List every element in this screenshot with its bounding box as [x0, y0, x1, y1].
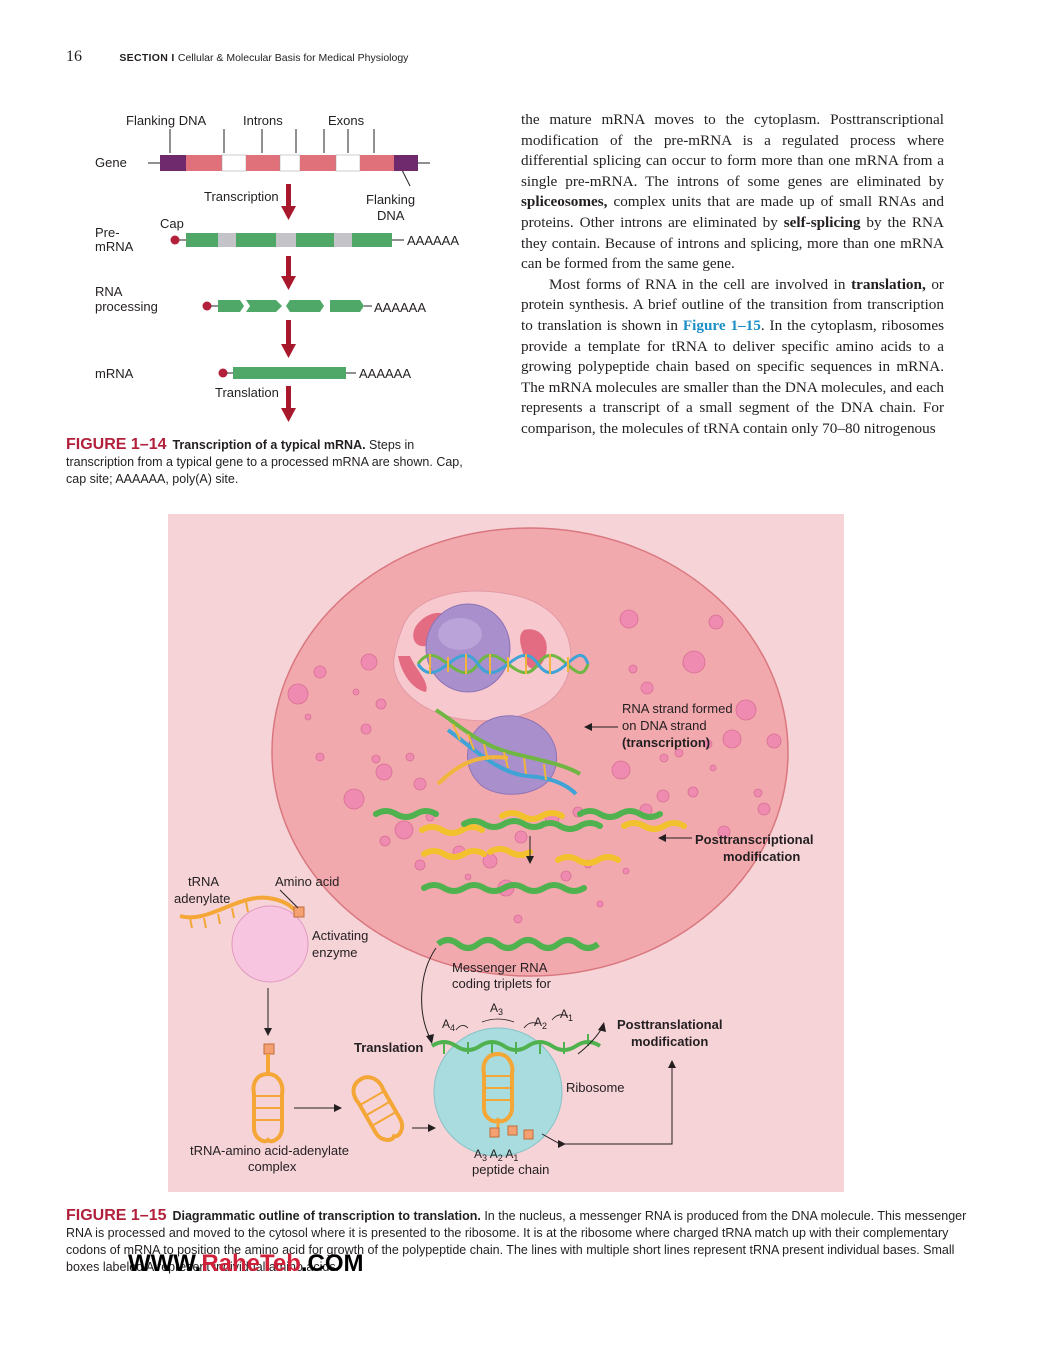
ribosome-trna — [481, 1052, 515, 1130]
amino-acid-box — [293, 906, 305, 918]
label-complex-2: complex — [248, 1159, 297, 1174]
label-translation-14: Translation — [215, 385, 279, 400]
label-ribosome: Ribosome — [566, 1080, 625, 1095]
figure-14-diagram: Flanking DNA Introns Exons Gene Transcri… — [95, 113, 459, 422]
label-gene: Gene — [95, 155, 127, 170]
label-flanking-right-2: DNA — [377, 208, 405, 223]
label-messenger-2: coding triplets for — [452, 976, 552, 991]
arrow-processing — [281, 256, 296, 290]
messenger-rna-strand — [436, 937, 600, 951]
vesicles — [287, 609, 782, 924]
label-posttranslational-2: modification — [631, 1034, 708, 1049]
arrow-translation — [281, 386, 296, 422]
label-adenylate: adenylate — [174, 891, 230, 906]
label-a1: A1 — [560, 1007, 573, 1023]
label-translation-15: Translation — [354, 1040, 423, 1055]
figure-15-link[interactable]: Figure 1–15 — [682, 316, 761, 334]
watermark: WWW.RaheTeb.COM — [128, 1250, 364, 1277]
section-title: Cellular & Molecular Basis for Medical P… — [177, 52, 409, 64]
posttranslational-path — [541, 1066, 673, 1145]
label-polya-2: AAAAAA — [374, 300, 426, 315]
processed-rna-bar — [202, 300, 372, 312]
label-peptide-chain: peptide chain — [472, 1162, 549, 1177]
label-amino-acid: Amino acid — [275, 874, 339, 889]
paragraph-1: the mature mRNA moves to the cytoplasm. … — [521, 111, 944, 273]
label-activating: Activating — [312, 928, 368, 943]
label-pre: Pre- — [95, 225, 120, 240]
activating-enzyme — [231, 905, 309, 983]
label-transcription: Transcription — [204, 189, 279, 204]
label-rna-strand-1: RNA strand formed — [622, 701, 733, 716]
trna-approaching — [351, 1075, 405, 1142]
label-a3-top: A3 — [490, 1001, 503, 1017]
label-enzyme: enzyme — [312, 945, 358, 960]
term-translation: translation, — [851, 275, 926, 293]
page-number: 16 — [66, 48, 82, 65]
label-mrna: mRNA — [95, 366, 134, 381]
label-rna-strand-3: (transcription) — [622, 735, 710, 750]
figure-15-caption: FIGURE 1–15 Diagrammatic outline of trans… — [66, 1207, 986, 1276]
label-messenger-1: Messenger RNA — [452, 960, 548, 975]
paragraph-2: Most forms of RNA in the cell are involv… — [521, 275, 945, 437]
label-flanking-dna: Flanking DNA — [126, 113, 207, 128]
term-spliceosomes: spliceosomes, — [521, 193, 608, 211]
label-rna-strand-2: on DNA strand — [622, 718, 707, 733]
mrna-bar — [218, 367, 356, 379]
figure-14-title: Transcription of a typical mRNA. — [172, 438, 366, 452]
figure-15-title: Diagrammatic outline of transcription to… — [172, 1209, 481, 1223]
label-exons: Exons — [328, 113, 365, 128]
label-polya-1: AAAAAA — [407, 233, 459, 248]
figure-14-text: Steps in transcription from a typical ge… — [66, 438, 463, 486]
body-text: the mature mRNA moves to the cytoplasm. … — [521, 110, 944, 440]
nucleus — [393, 590, 572, 722]
figure-15-text: In the nucleus, a messenger RNA is produ… — [66, 1209, 967, 1274]
label-polya-3: AAAAAA — [359, 366, 411, 381]
label-peptide-a: A3 A2 A1 — [474, 1147, 518, 1163]
figure-15-number: FIGURE 1–15 — [66, 1207, 167, 1224]
gene-bar — [148, 154, 430, 172]
label-a2: A2 — [534, 1015, 547, 1031]
arrow-to-mrna — [281, 320, 296, 358]
figure-14-number: FIGURE 1–14 — [66, 436, 167, 453]
figure-14-caption: FIGURE 1–14 Transcription of a typical mR… — [66, 436, 476, 488]
arrow-transcription — [281, 184, 296, 220]
term-self-splicing: self-splicing — [783, 213, 861, 231]
transcription-site — [434, 708, 582, 796]
section-label: SECTION I — [119, 52, 175, 64]
running-head: 16 SECTION I Cellular & Molecular Basis … — [66, 48, 408, 66]
label-complex-1: tRNA-amino acid-adenylate — [190, 1143, 349, 1158]
processing-strands — [373, 808, 687, 894]
label-posttranscriptional-1: Posttranscriptional — [695, 832, 813, 847]
trna-adenylate-strand — [179, 895, 300, 920]
label-posttranscriptional-2: modification — [723, 849, 800, 864]
figure-15-diagram: RNA strand formed on DNA strand (transcr… — [168, 514, 844, 1192]
trna-complex — [251, 1043, 285, 1144]
label-trna: tRNA — [188, 874, 219, 889]
label-rna: RNA — [95, 284, 123, 299]
label-processing: processing — [95, 299, 158, 314]
ribosome — [433, 1027, 563, 1157]
pre-mrna-bar — [170, 233, 404, 247]
label-posttranslational-1: Posttranslational — [617, 1017, 722, 1032]
label-mrna-pre: mRNA — [95, 239, 134, 254]
peptide-boxes — [489, 1125, 534, 1140]
label-flanking-right-1: Flanking — [366, 192, 415, 207]
label-cap: Cap — [160, 216, 184, 231]
label-introns: Introns — [243, 113, 283, 128]
label-a4: A4 — [442, 1017, 455, 1033]
